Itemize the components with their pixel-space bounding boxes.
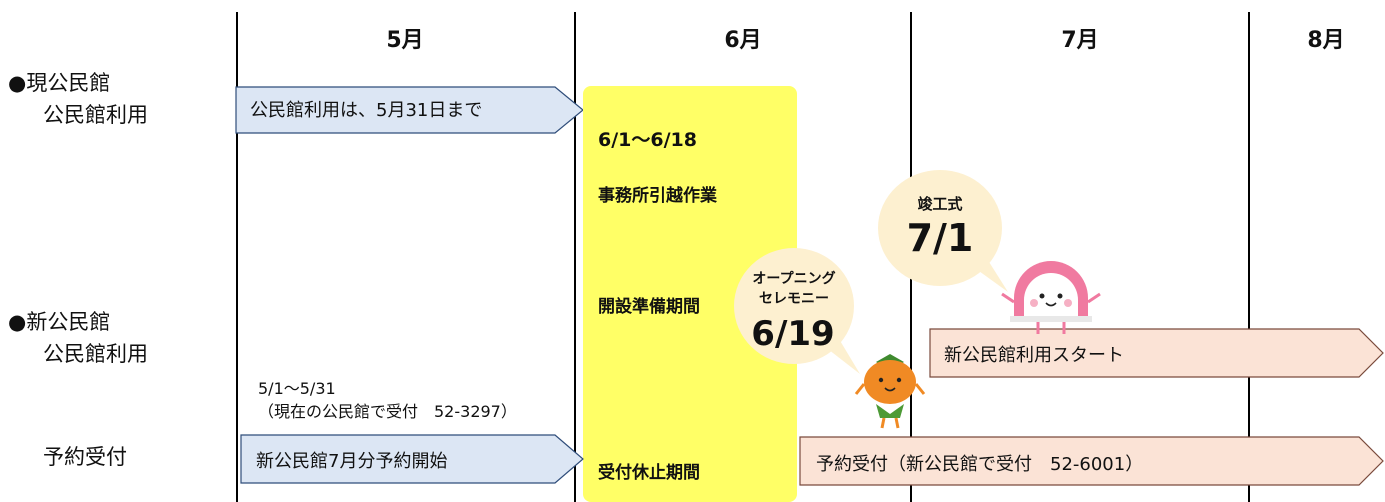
bullet-icon: ● <box>8 71 27 95</box>
opening-bubble-line1: オープニング <box>752 271 836 287</box>
month-header-may: 5月 <box>386 28 424 53</box>
arrow-current-use-label: 公民館利用は、5月31日まで <box>250 100 483 121</box>
arrow-new-start-label: 新公民館利用スタート <box>944 345 1124 366</box>
may-contact-note: （現在の公民館で受付 52-3297） <box>258 402 517 421</box>
completion-bubble-label: 竣工式 <box>917 195 963 213</box>
arch-mascot-icon <box>1001 261 1101 334</box>
arrow-reservation-new <box>799 436 1384 486</box>
opening-bubble-shape <box>734 248 860 374</box>
month-header-july: 7月 <box>1061 28 1099 53</box>
arrow-new-reservation-label: 新公民館7月分予約開始 <box>256 451 448 472</box>
bullet-icon: ● <box>8 310 27 334</box>
may-period-note: 5/1～5/31 <box>258 379 336 398</box>
arrow-current-use <box>235 86 584 134</box>
row-new-title: ●新公民館 <box>8 307 110 337</box>
june-moving-work: 事務所引越作業 <box>598 186 717 206</box>
june-suspended-period: 受付休止期間 <box>598 463 700 483</box>
persimmon-mascot-icon <box>854 354 926 429</box>
divider-august-start <box>1248 12 1250 502</box>
row-current-title: ●現公民館 <box>8 68 110 98</box>
opening-bubble-line2: セレモニー <box>759 291 829 307</box>
completion-bubble-date: 7/1 <box>906 216 974 260</box>
arrow-new-reservation <box>240 434 584 484</box>
june-prep-period: 開設準備期間 <box>598 297 700 317</box>
june-period: 6/1～6/18 <box>598 129 697 151</box>
row-new-title-text: 新公民館 <box>26 310 111 334</box>
opening-bubble-date: 6/19 <box>751 314 835 354</box>
row-current-sub: 公民館利用 <box>43 103 148 127</box>
completion-bubble-shape <box>878 170 1008 292</box>
row-current-title-text: 現公民館 <box>26 71 111 95</box>
month-header-june: 6月 <box>724 28 762 53</box>
arrow-new-start <box>929 328 1384 378</box>
divider-may-start <box>236 12 238 502</box>
arrow-reservation-new-label: 予約受付（新公民館で受付 52-6001） <box>816 454 1144 475</box>
row-reservation-label: 予約受付 <box>43 445 127 469</box>
row-new-sub: 公民館利用 <box>43 342 148 366</box>
month-header-august: 8月 <box>1307 28 1345 53</box>
divider-june-start <box>574 12 576 502</box>
